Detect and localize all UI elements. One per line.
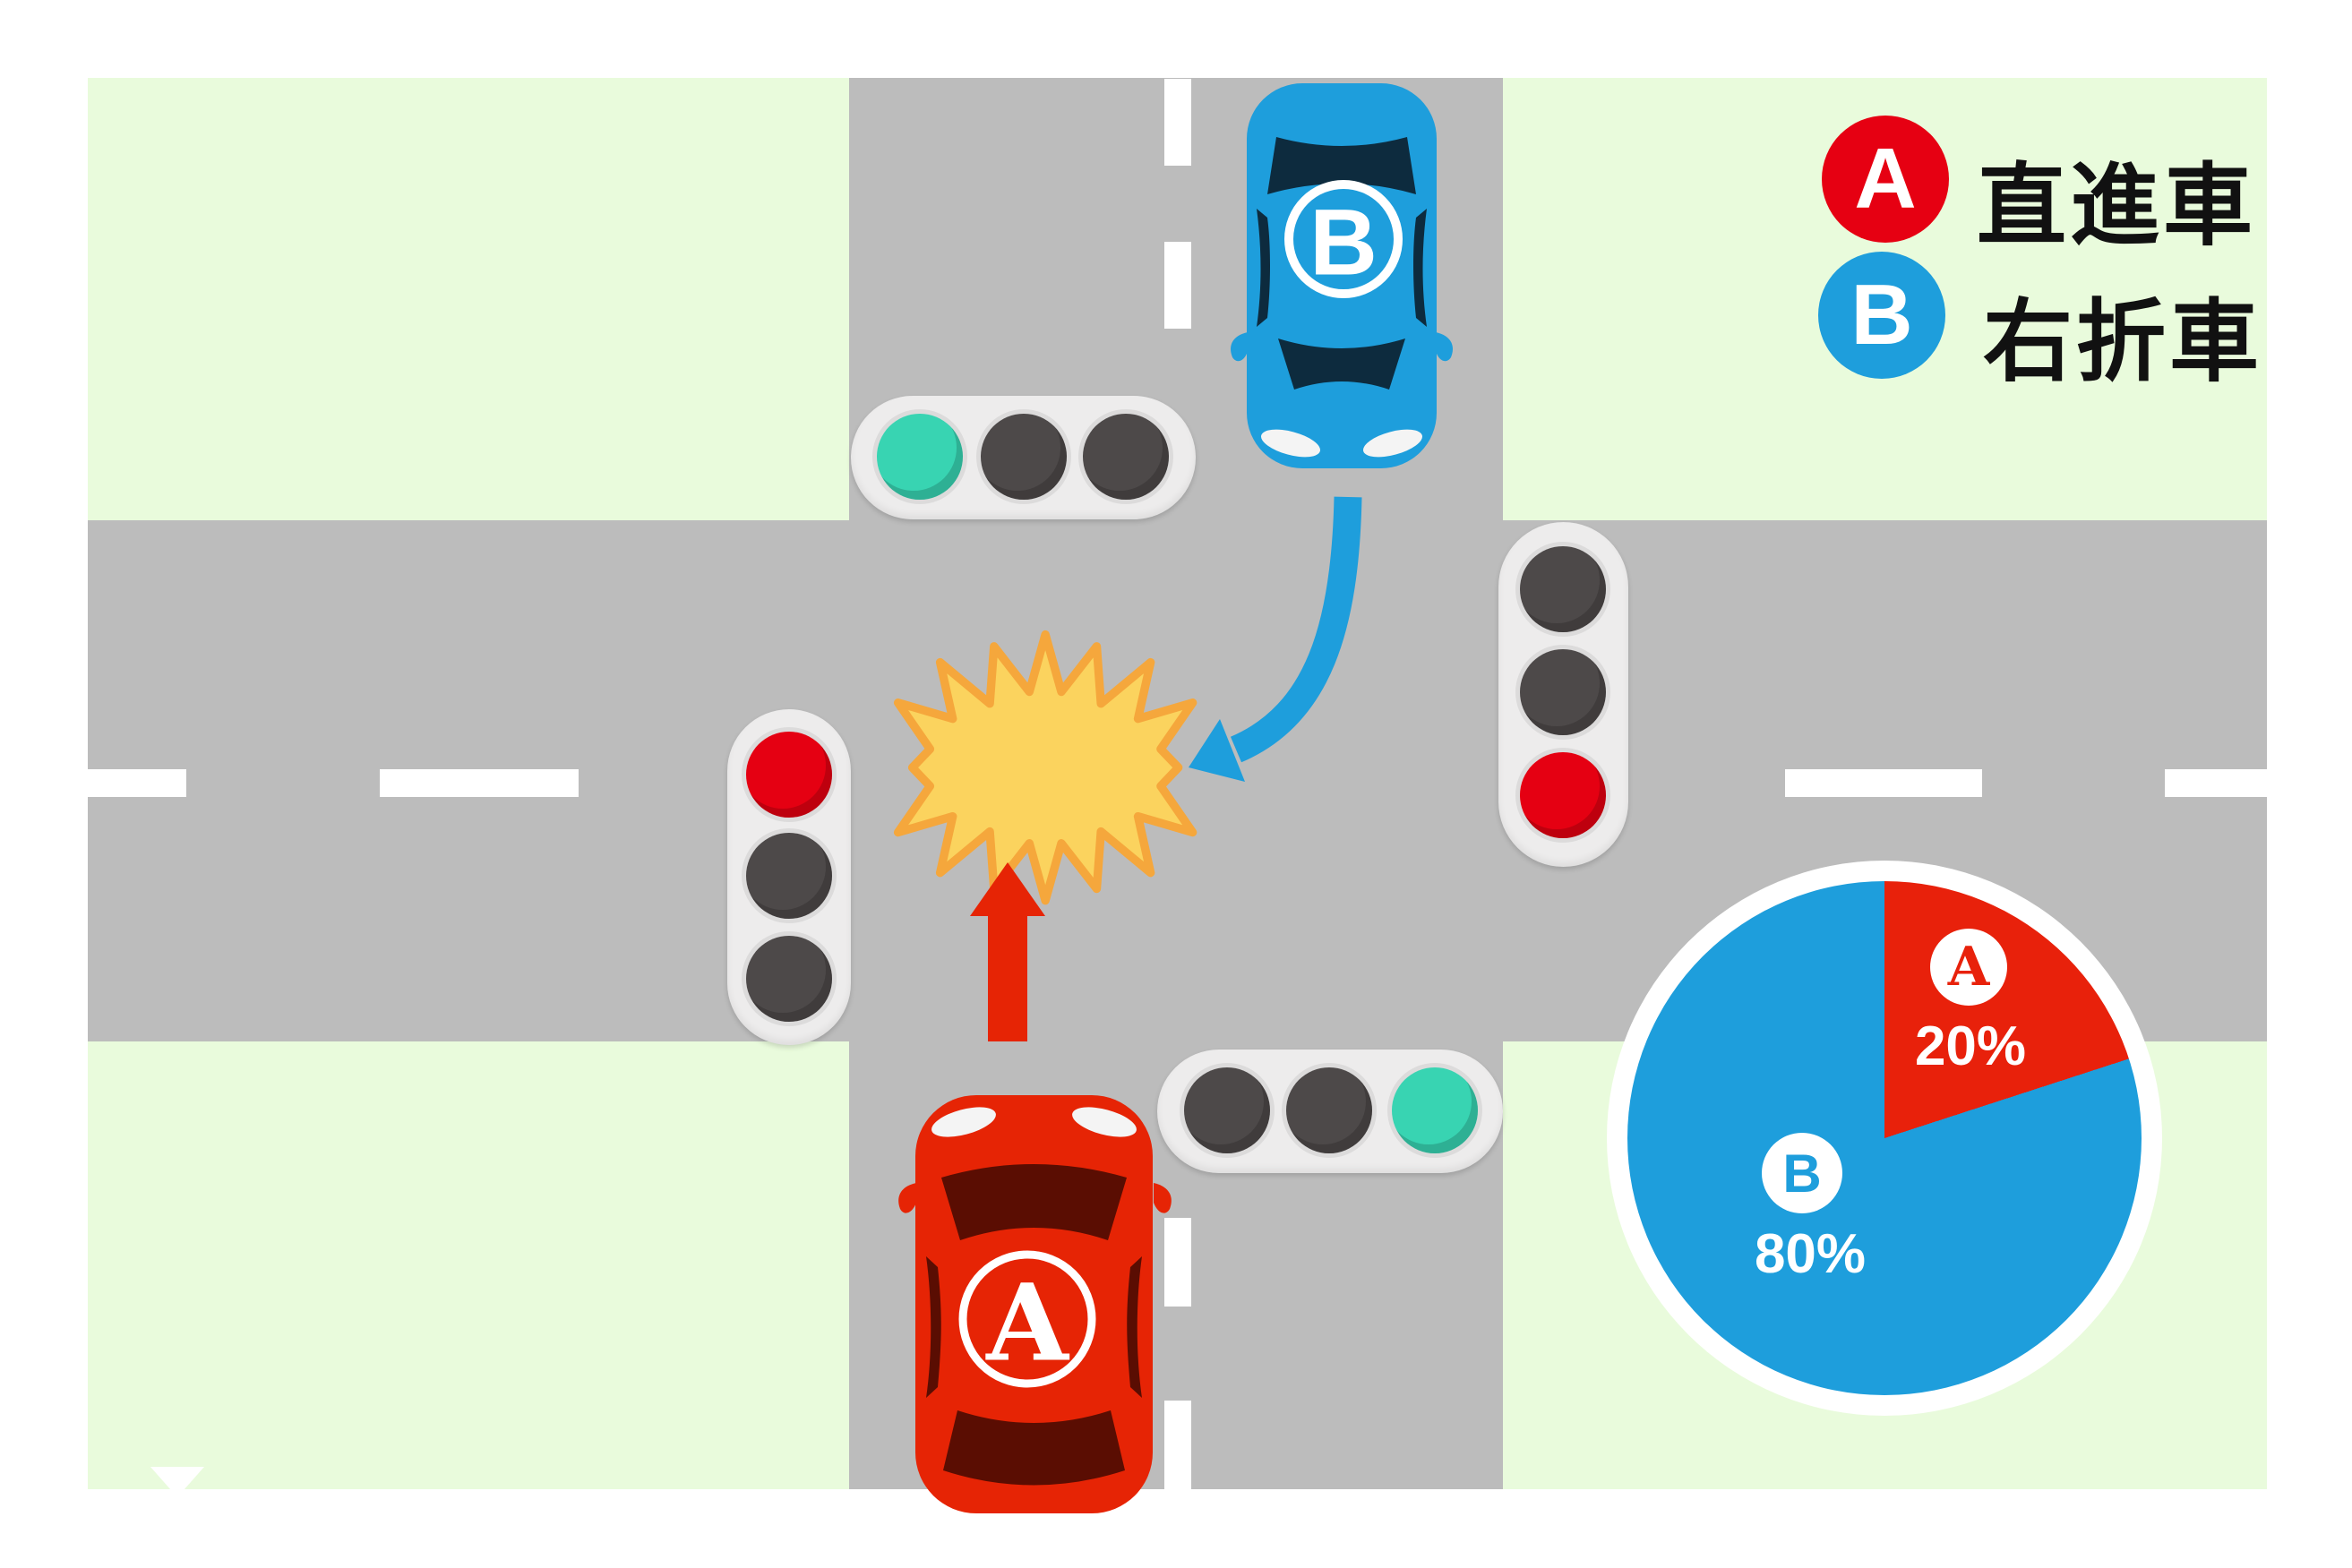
lane-dash [1164,1401,1191,1489]
signal-lamp [1083,414,1169,500]
signal-lamp [877,414,963,500]
legend-badge-b-letter: B [1850,267,1913,363]
pie-badge-b-letter: B [1782,1143,1822,1204]
signal-right [1498,522,1628,867]
legend-badge-a: A [1822,116,1949,243]
straight-arrow-red-shaft [988,914,1027,1041]
pie-value-b: 80% [1754,1223,1867,1285]
pie-badge-b: B [1762,1133,1842,1213]
signal-lamp [746,936,832,1022]
car-a-badge: A [985,1261,1069,1385]
signal-left [727,709,851,1045]
lane-dash [380,769,579,797]
signal-lamp [1286,1067,1372,1153]
signal-lamp [1520,752,1606,838]
bottom-edge-notch [150,1467,204,1497]
lane-dash [88,769,186,797]
legend-label-b: 右折車 [1983,292,2262,392]
lane-dash [1164,1218,1191,1307]
signal-lamp [981,414,1067,500]
legend-badge-a-letter: A [1854,131,1917,227]
lane-dash [2165,769,2267,797]
signal-lamp [1392,1067,1478,1153]
collision-burst-icon [893,630,1197,905]
turn-arrow-blue [1189,496,1362,782]
lane-dash [1785,769,1982,797]
car-b-badge: B [1309,191,1378,296]
signal-lamp [746,732,832,818]
legend-badge-b: B [1818,252,1945,379]
grass-top-left [88,78,849,520]
fault-ratio-pie-chart: A 20% B 80% [1607,861,2162,1416]
signal-top [851,396,1196,519]
straight-arrow-red-head [970,862,1045,916]
legend-label-a: 直進車 [1977,156,2256,256]
pie-value-a: 20% [1914,1015,2027,1077]
pie-badge-a: A [1930,929,2007,1006]
signal-lamp [1184,1067,1270,1153]
signal-bottom [1157,1050,1503,1173]
lane-dash [1164,242,1191,329]
signal-lamp [1520,546,1606,632]
lane-dash [1164,79,1191,166]
signal-lamp [1520,649,1606,735]
grass-bottom-left [88,1041,849,1489]
car-b: B [1231,83,1453,468]
pie-badge-a-letter: A [1947,936,1990,998]
pie-disc [1627,881,2142,1395]
signal-lamp [746,833,832,919]
car-a: A [898,1095,1172,1513]
